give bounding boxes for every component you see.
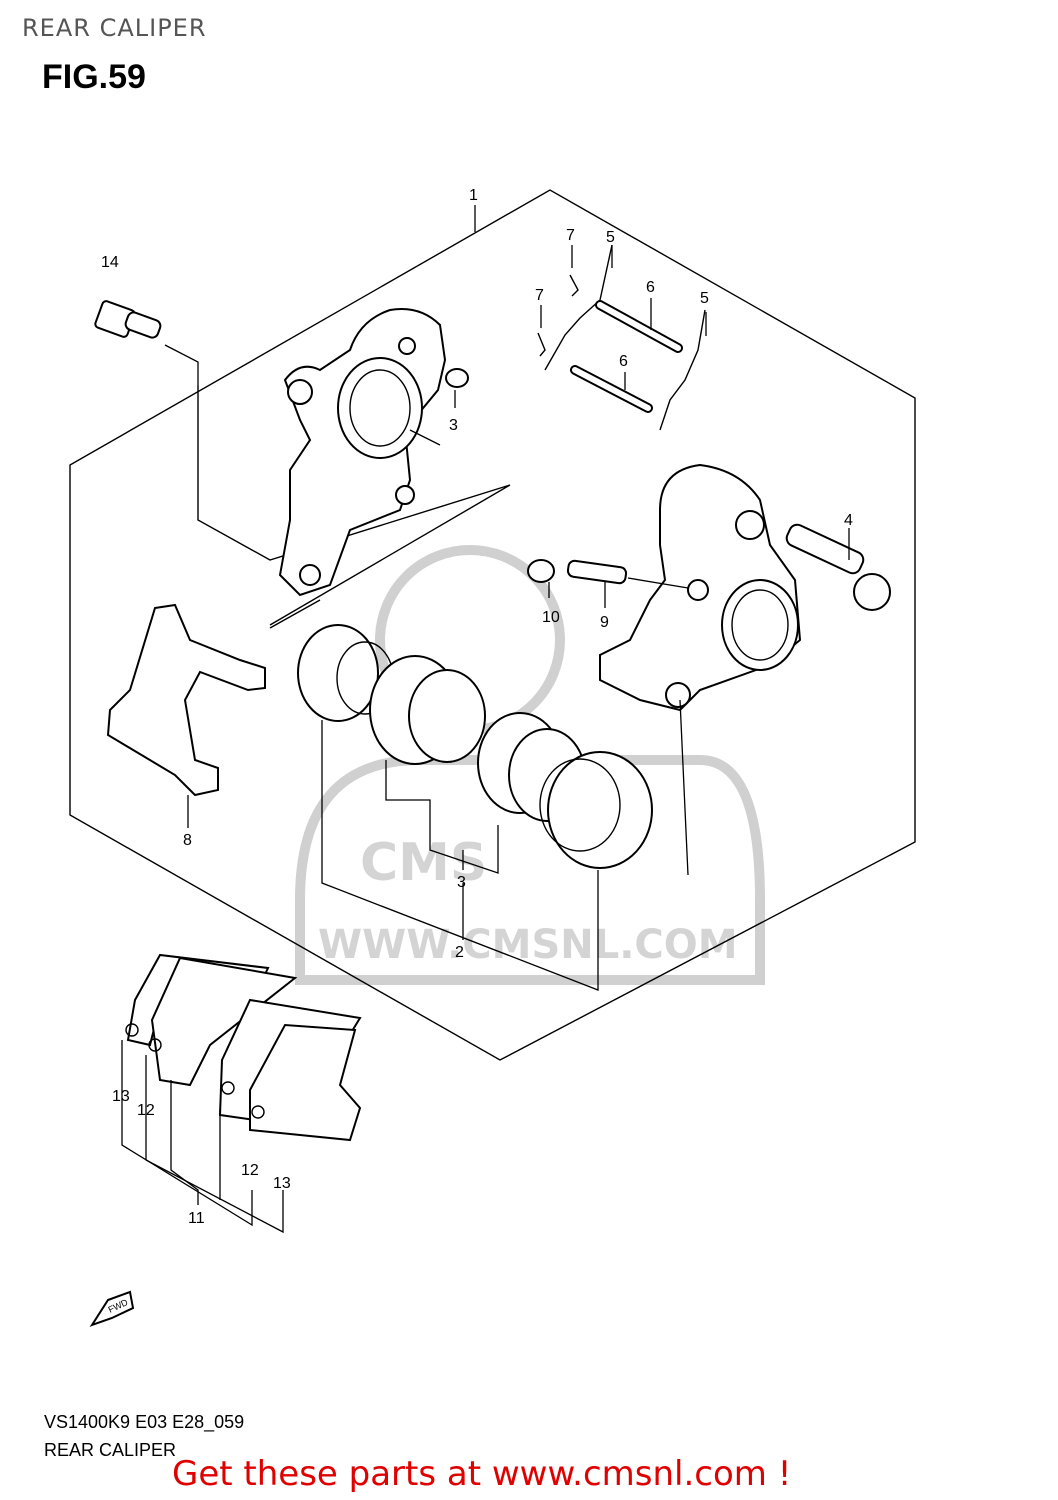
brake-pad-set-11 [121, 953, 362, 1234]
pad-spring-8 [106, 603, 266, 828]
pin-6-lower [570, 365, 653, 413]
bolt-14 [94, 300, 199, 385]
callout-7-lower: 7 [535, 287, 544, 304]
pin-6-upper [595, 298, 683, 353]
clip-7-lower [537, 305, 546, 357]
callout-6-upper: 6 [646, 279, 655, 296]
seal-3-top [445, 368, 469, 408]
callout-5-upper: 5 [606, 229, 615, 246]
piston-2-right [539, 751, 653, 869]
bleeder-valve-9 [566, 559, 689, 608]
bolt-4 [785, 523, 891, 611]
callout-6-lower: 6 [619, 353, 628, 370]
piston-leaders [321, 699, 689, 991]
callout-10: 10 [542, 609, 560, 626]
callout-5-lower: 5 [700, 290, 709, 307]
callout-9: 9 [600, 614, 609, 631]
callout-12-right: 12 [241, 1162, 259, 1179]
callout-13-left: 13 [112, 1088, 130, 1105]
callout-13-right: 13 [273, 1175, 291, 1192]
piston-seal-3-left [369, 655, 486, 765]
page-title: REAR CALIPER [22, 14, 207, 42]
pad-outline [269, 599, 321, 629]
caliper-body [599, 463, 802, 712]
callout-8: 8 [183, 832, 192, 849]
piston-2-left [297, 624, 394, 722]
watermark-text: WWW.CMSNL.COM [318, 922, 738, 968]
forward-arrow-icon: FWD [89, 1290, 135, 1327]
spring-5-upper [544, 244, 613, 371]
bracket-outline [197, 385, 511, 626]
callout-14: 14 [101, 254, 119, 271]
callout-11: 11 [188, 1210, 205, 1227]
callout-12-left: 12 [137, 1102, 155, 1119]
cms-watermark: CMS WWW.CMSNL.COM [295, 545, 765, 985]
model-code: VS1400K9 E03 E28_059 [44, 1412, 245, 1432]
promo-link[interactable]: Get these parts at www.cmsnl.com ! [172, 1454, 792, 1494]
callout-2: 2 [455, 944, 464, 961]
section-name: REAR CALIPER [44, 1440, 177, 1460]
clip-7-upper [569, 245, 579, 297]
watermark-logo: CMS [360, 833, 487, 893]
caliper-assembly-outline [69, 189, 916, 1061]
callout-3-top: 3 [449, 417, 458, 434]
spring-5-lower [659, 309, 707, 431]
callout-4: 4 [844, 512, 853, 529]
callout-1: 1 [469, 187, 478, 204]
callout-7-upper: 7 [566, 227, 575, 244]
figure-number: FIG.59 [42, 58, 146, 96]
callout-3-bottom: 3 [457, 874, 466, 891]
bleeder-cap-10 [527, 559, 555, 598]
caliper-bracket [278, 308, 447, 597]
